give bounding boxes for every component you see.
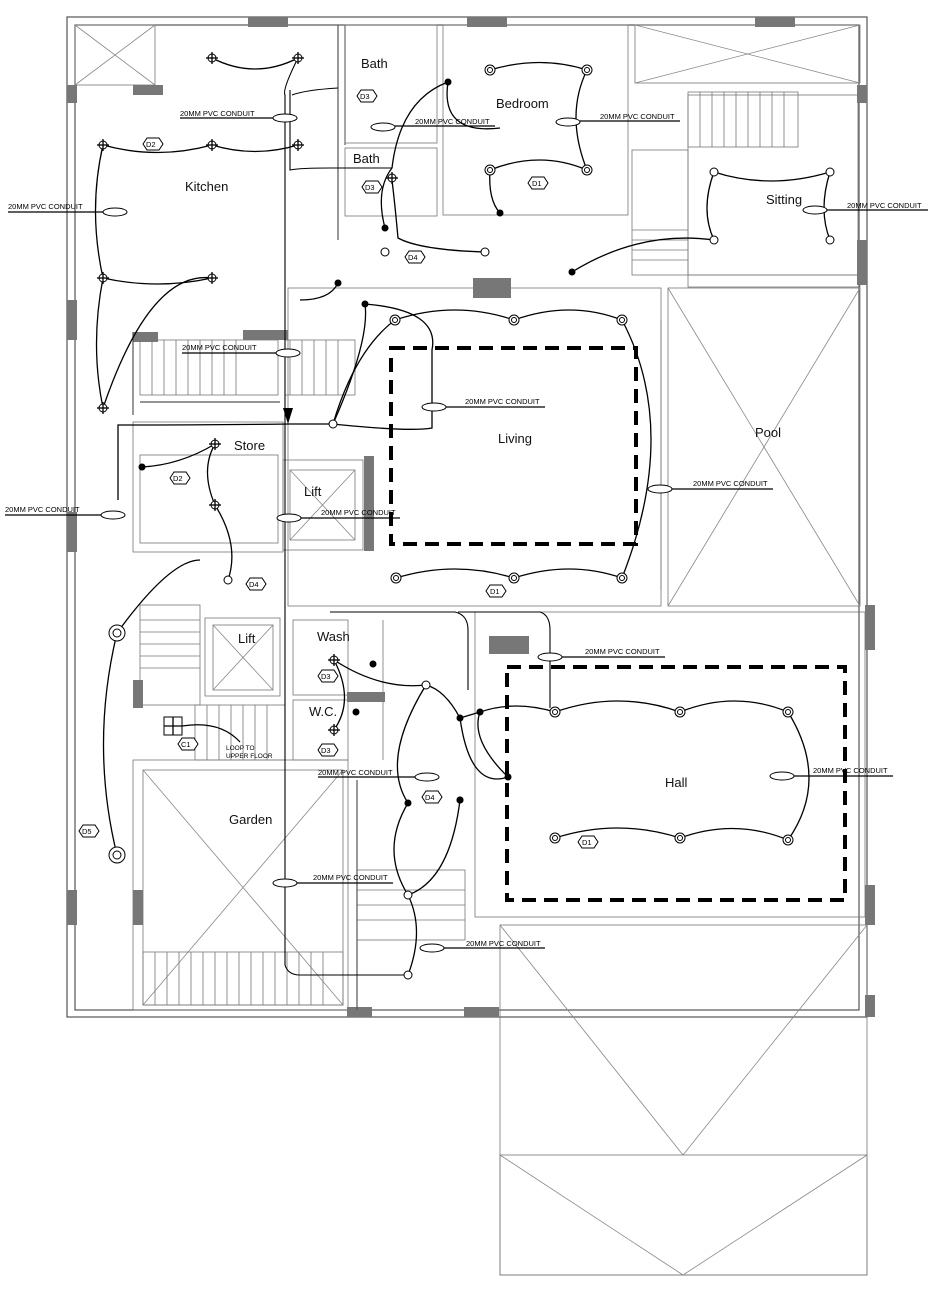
loop-junction-box [163, 716, 241, 743]
svg-text:D5: D5 [82, 827, 92, 836]
loop-note-line-1: LOOP TO [226, 745, 255, 752]
pillars [67, 17, 875, 1017]
circuit-tag-d4-corridor: D4 [404, 250, 426, 264]
room-label-living: Living [498, 431, 532, 446]
svg-text:D2: D2 [146, 140, 156, 149]
svg-text:D3: D3 [321, 672, 331, 681]
conduit-label: 20MM PVC CONDUIT [600, 112, 675, 121]
circuit-tag-d1-living: D1 [485, 584, 507, 598]
circuit-tag-d4-store: D4 [245, 577, 267, 591]
stair-treads-kitchen [151, 340, 339, 395]
store-light-fixtures [209, 438, 233, 585]
wiring-runs [94, 57, 831, 976]
room-label-lift-lower: Lift [238, 631, 256, 646]
bedroom-downlights [484, 64, 593, 176]
garden-wall-lights [108, 624, 126, 864]
circuit-tag-d2-kitchen: D2 [142, 137, 164, 151]
switch-points [138, 78, 576, 807]
svg-text:D1: D1 [582, 838, 592, 847]
conduit-label: 20MM PVC CONDUIT [466, 939, 541, 948]
stair-treads-garden [154, 952, 324, 1005]
hall-false-ceiling-outline [505, 665, 847, 902]
circuit-tags: D2 D3 D1 D3 D4 D2 D4 D1 D3 D3 C1 D4 D5 D… [78, 89, 599, 849]
conduit-label: 20MM PVC CONDUIT [180, 109, 255, 118]
svg-text:C1: C1 [181, 740, 191, 749]
room-label-hall: Hall [665, 775, 688, 790]
svg-text:D4: D4 [408, 253, 418, 262]
circuit-tag-d3-wash: D3 [317, 669, 339, 683]
room-label-sitting: Sitting [766, 192, 802, 207]
room-label-bedroom: Bedroom [496, 96, 549, 111]
circuit-tag-d3-bath-lower: D3 [361, 180, 383, 194]
living-downlights [328, 314, 628, 584]
conduit-label: 20MM PVC CONDUIT [313, 873, 388, 882]
bath-light-fixtures [328, 172, 398, 736]
loop-to-upper-floor-note: LOOP TO UPPER FLOOR [226, 745, 273, 760]
circuit-tag-d2-store: D2 [169, 471, 191, 485]
loop-note-line-2: UPPER FLOOR [226, 753, 273, 760]
conduit-label: 20MM PVC CONDUIT [318, 768, 393, 777]
living-false-ceiling-outline [389, 346, 638, 546]
conduit-label: 20MM PVC CONDUIT [847, 201, 922, 210]
conduit-labels: 20MM PVC CONDUIT 20MM PVC CONDUIT 20MM P… [5, 109, 928, 949]
sitting-downlights [380, 167, 835, 257]
svg-text:D3: D3 [365, 183, 375, 192]
svg-text:D1: D1 [490, 587, 500, 596]
conduit-label: 20MM PVC CONDUIT [321, 508, 396, 517]
svg-text:D3: D3 [360, 92, 370, 101]
hall-downlights [403, 680, 794, 980]
svg-text:D4: D4 [425, 793, 435, 802]
circuit-tag-c1: C1 [177, 737, 199, 751]
svg-text:D3: D3 [321, 746, 331, 755]
room-label-kitchen: Kitchen [185, 179, 228, 194]
svg-text:D4: D4 [249, 580, 259, 589]
circuit-tag-d5: D5 [78, 824, 100, 838]
room-label-wash: Wash [317, 629, 350, 644]
kitchen-light-fixtures [97, 52, 304, 414]
conduit-label: 20MM PVC CONDUIT [465, 397, 540, 406]
room-label-garden: Garden [229, 812, 272, 827]
circuit-tag-d3-wc: D3 [317, 743, 339, 757]
circuit-tag-d4-lower: D4 [421, 790, 443, 804]
conduit-label: 20MM PVC CONDUIT [8, 202, 83, 211]
conduit-markers [100, 113, 828, 953]
room-label-bath-lower: Bath [353, 151, 380, 166]
circuit-tag-d1-bedroom: D1 [527, 176, 549, 190]
stair-treads-top-right [699, 92, 785, 147]
room-label-pool: Pool [755, 425, 781, 440]
room-label-store: Store [234, 438, 265, 453]
conduit-label: 20MM PVC CONDUIT [693, 479, 768, 488]
conduit-label: 20MM PVC CONDUIT [813, 766, 888, 775]
outer-walls [66, 16, 868, 1018]
room-label-bath-top: Bath [361, 56, 388, 71]
light-fixtures [97, 52, 835, 980]
room-label-lift-upper: Lift [304, 484, 322, 499]
interior-walls [74, 24, 868, 1276]
svg-text:D2: D2 [173, 474, 183, 483]
conduit-label: 20MM PVC CONDUIT [182, 343, 257, 352]
svg-text:D1: D1 [532, 179, 542, 188]
circuit-tag-d3-bath-top: D3 [356, 89, 378, 103]
distribution-board-marker [283, 408, 293, 424]
room-labels: Bath Bedroom Bath Kitchen Sitting Living… [185, 56, 802, 827]
conduit-label: 20MM PVC CONDUIT [585, 647, 660, 656]
room-label-wc: W.C. [309, 704, 337, 719]
conduit-label: 20MM PVC CONDUIT [415, 117, 490, 126]
conduit-label: 20MM PVC CONDUIT [5, 505, 80, 514]
circuit-tag-d1-hall: D1 [577, 835, 599, 849]
